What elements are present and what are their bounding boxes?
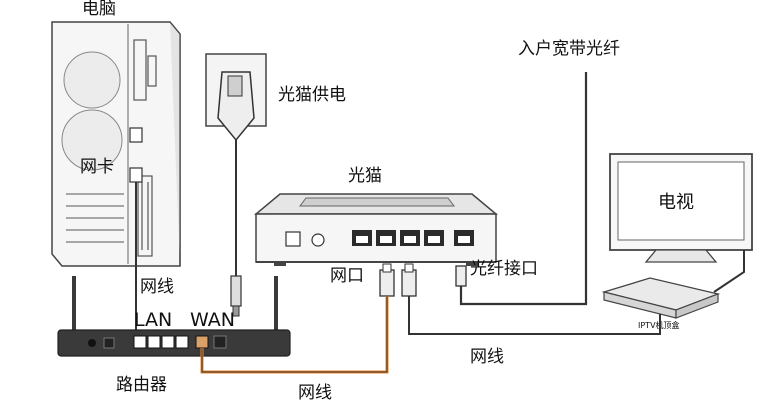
router-label: 路由器 <box>116 375 167 395</box>
network-card-port <box>129 127 143 183</box>
modem-power-label: 光猫供电 <box>278 85 346 105</box>
rj45-plug-icon <box>401 263 417 297</box>
iptv-network-cable <box>408 296 661 335</box>
tv <box>609 153 753 263</box>
wan-label: WAN <box>190 309 235 331</box>
power-adapter-icon <box>205 53 267 154</box>
network-card-label: 网卡 <box>80 157 114 177</box>
computer-label: 电脑 <box>82 0 116 19</box>
optical-modem-label: 光猫 <box>348 166 382 186</box>
lan-port-label: 网口 <box>330 266 364 286</box>
tv-label: 电视 <box>658 192 694 213</box>
iptv-box <box>601 277 721 319</box>
computer-tower <box>51 21 181 267</box>
lan-label: LAN <box>134 309 172 331</box>
power-plug-icon <box>230 275 242 317</box>
iptv-box-label: IPTV机顶盒 <box>638 320 680 330</box>
fiber-plug-icon <box>455 265 467 287</box>
tv-cable <box>713 250 745 293</box>
broadband-fiber-label: 入户宽带光纤 <box>518 39 620 59</box>
rj45-plug-icon <box>379 263 395 297</box>
optical-modem <box>253 193 499 266</box>
fiber-port-label: 光纤接口 <box>470 259 538 279</box>
router <box>57 276 291 357</box>
pc-cable-label: 网线 <box>140 277 174 297</box>
fiber-cable <box>459 72 588 306</box>
wan-cable-label: 网线 <box>298 383 332 400</box>
iptv-cable-label: 网线 <box>470 347 504 367</box>
